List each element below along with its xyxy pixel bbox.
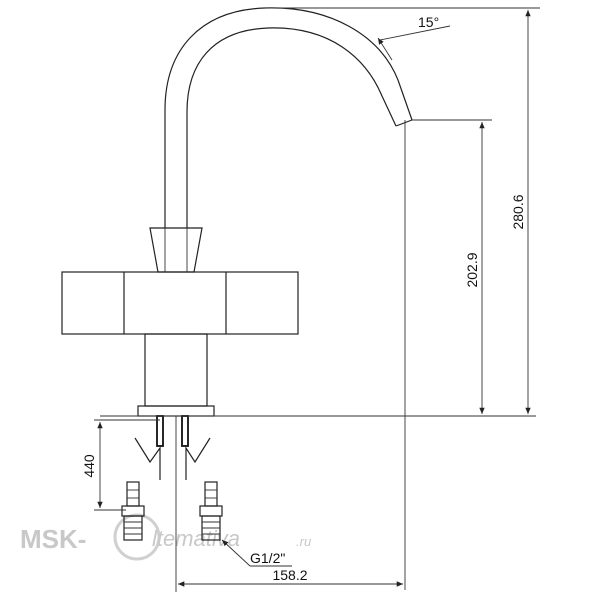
dimension-spout-angle: 15° <box>377 14 451 61</box>
handle-body <box>61 271 299 335</box>
hose-length-label: 440 <box>81 454 97 478</box>
total-height-label: 280.6 <box>510 194 526 229</box>
dimension-hose-length: 440 <box>81 419 160 511</box>
thread-callout: G1/2" <box>221 539 292 567</box>
hose-fitting-left <box>121 481 145 541</box>
base-column <box>137 333 215 417</box>
spout-height-label: 202.9 <box>464 252 480 287</box>
dimension-total-height: 280.6 <box>265 7 540 414</box>
dimension-spout-height: 202.9 <box>412 119 492 414</box>
thread-label: G1/2" <box>250 550 285 566</box>
watermark: MSK- ltemativa .ru <box>20 513 311 561</box>
mounting-studs <box>156 415 189 447</box>
spout-collar <box>149 227 203 273</box>
reach-label: 158.2 <box>272 567 307 583</box>
flexible-hoses <box>134 437 211 480</box>
spout-angle-label: 15° <box>418 14 439 30</box>
dimension-reach: 158.2 <box>175 416 403 592</box>
watermark-left: MSK- <box>20 524 86 554</box>
watermark-logo-circle <box>113 513 161 561</box>
watermark-right: ltemativa <box>152 526 240 551</box>
watermark-suffix: .ru <box>296 534 311 549</box>
hose-fitting-right <box>199 481 223 541</box>
faucet-spout <box>164 7 413 228</box>
